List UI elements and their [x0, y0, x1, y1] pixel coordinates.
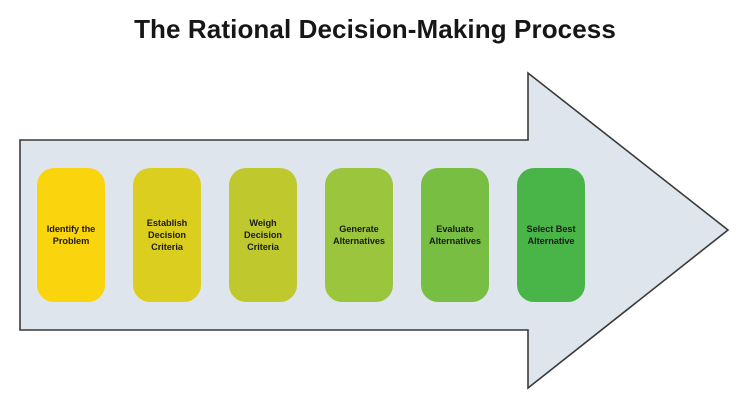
stage-box-establish-decision-criteria[interactable]: Establish Decision Criteria	[133, 168, 201, 302]
process-stage-list: Identify the Problem Establish Decision …	[37, 168, 585, 302]
stage-label: Weigh Decision Criteria	[244, 217, 282, 253]
stage-label: Identify the Problem	[46, 223, 96, 246]
stage-box-identify-the-problem[interactable]: Identify the Problem	[37, 168, 105, 302]
stage-box-evaluate-alternatives[interactable]: Evaluate Alternatives	[421, 168, 489, 302]
stage-label: Select Best Alternative	[526, 223, 576, 246]
stage-box-generate-alternatives[interactable]: Generate Alternatives	[325, 168, 393, 302]
stage-label: Generate Alternatives	[333, 223, 385, 246]
stage-label: Establish Decision Criteria	[146, 217, 188, 253]
stage-box-weigh-decision-criteria[interactable]: Weigh Decision Criteria	[229, 168, 297, 302]
stage-box-select-best-alternative[interactable]: Select Best Alternative	[517, 168, 585, 302]
stage-label: Evaluate Alternatives	[429, 223, 481, 246]
diagram-title: The Rational Decision-Making Process	[134, 14, 616, 44]
